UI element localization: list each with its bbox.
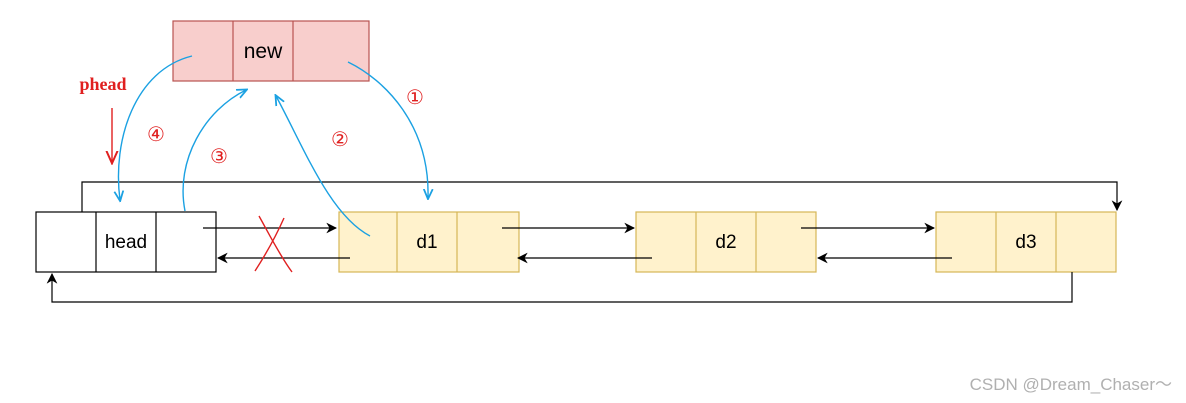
phead-label: phead [79,74,126,94]
d3-node: d3 [935,211,1117,273]
new-node-label: new [244,40,283,63]
link-head-prev-to-d3 [81,181,1123,212]
new-node: new [172,20,370,82]
step-labels: ① ② ③ ④ [147,87,424,168]
step-label-3: ③ [210,146,228,168]
d2-node: d2 [635,211,817,273]
step-label-2: ② [331,129,349,151]
step-arrows [118,55,428,237]
link-d3-next-to-head [46,272,1073,303]
step-arrow-1 [347,61,428,198]
step-arrow-4 [118,55,193,200]
head-node-label: head [105,232,147,253]
watermark: CSDN @Dream_Chaser～ [970,375,1172,394]
removed-link-mark [254,215,293,273]
d2-node-label: d2 [715,232,736,253]
step-label-1: ① [406,87,424,109]
d3-node-label: d3 [1015,232,1036,253]
list-links [46,181,1123,303]
d1-node-label: d1 [416,232,437,253]
step-arrow-3 [182,90,246,212]
step-label-4: ④ [147,124,165,146]
d1-node: d1 [338,211,520,273]
phead-pointer: phead [79,74,127,162]
head-node: head [35,211,217,273]
step-arrow-2 [276,96,371,237]
